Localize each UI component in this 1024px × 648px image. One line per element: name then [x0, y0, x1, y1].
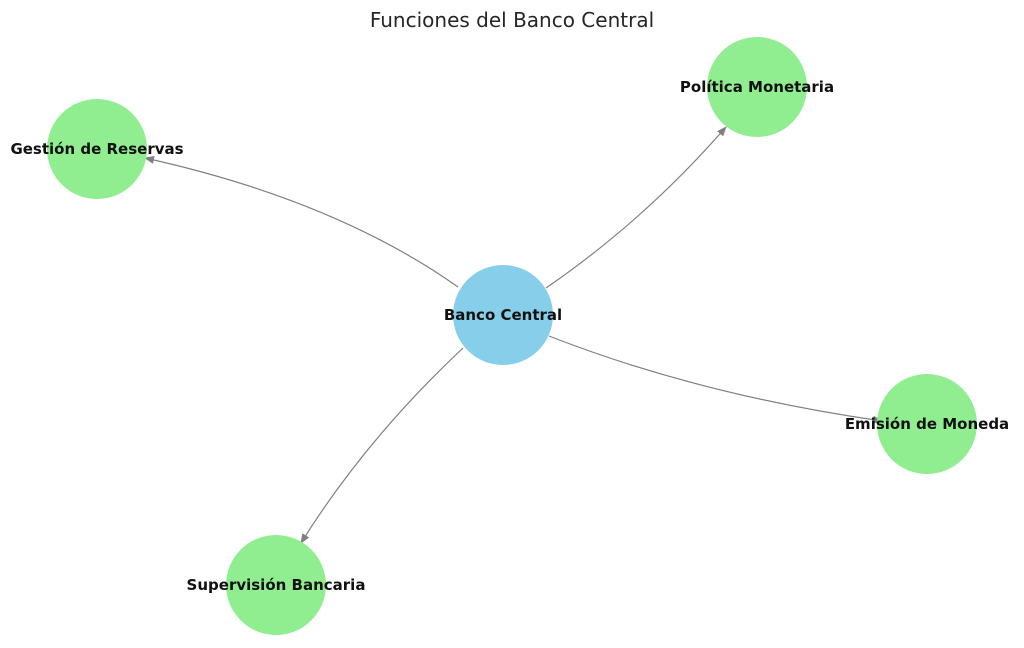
- diagram-title: Funciones del Banco Central: [370, 8, 654, 32]
- node-emision-moneda-label: Emisión de Moneda: [845, 415, 1009, 433]
- node-banco-central[interactable]: Banco Central: [444, 265, 562, 365]
- node-supervision-bancaria-circle: [226, 535, 326, 635]
- node-banco-central-circle: [453, 265, 553, 365]
- node-emision-moneda-circle: [877, 374, 977, 474]
- node-emision-moneda[interactable]: Emisión de Moneda: [845, 374, 1009, 474]
- edge-center-politica: [545, 126, 727, 289]
- node-banco-central-label: Banco Central: [444, 306, 562, 324]
- node-supervision-bancaria[interactable]: Supervisión Bancaria: [187, 535, 366, 635]
- edge-center-supervision: [300, 347, 464, 544]
- edges-layer: [144, 126, 883, 544]
- edge-center-emision: [548, 335, 883, 424]
- node-supervision-bancaria-label: Supervisión Bancaria: [187, 576, 366, 594]
- node-politica-monetaria-label: Política Monetaria: [680, 78, 834, 96]
- node-gestion-reservas-circle: [47, 99, 147, 199]
- node-politica-monetaria[interactable]: Política Monetaria: [680, 37, 834, 137]
- node-gestion-reservas[interactable]: Gestión de Reservas: [10, 99, 184, 199]
- node-gestion-reservas-label: Gestión de Reservas: [10, 140, 183, 158]
- edge-center-reservas: [144, 156, 459, 288]
- nodes-layer: Política Monetaria Gestión de Reservas B…: [10, 37, 1009, 635]
- node-politica-monetaria-circle: [707, 37, 807, 137]
